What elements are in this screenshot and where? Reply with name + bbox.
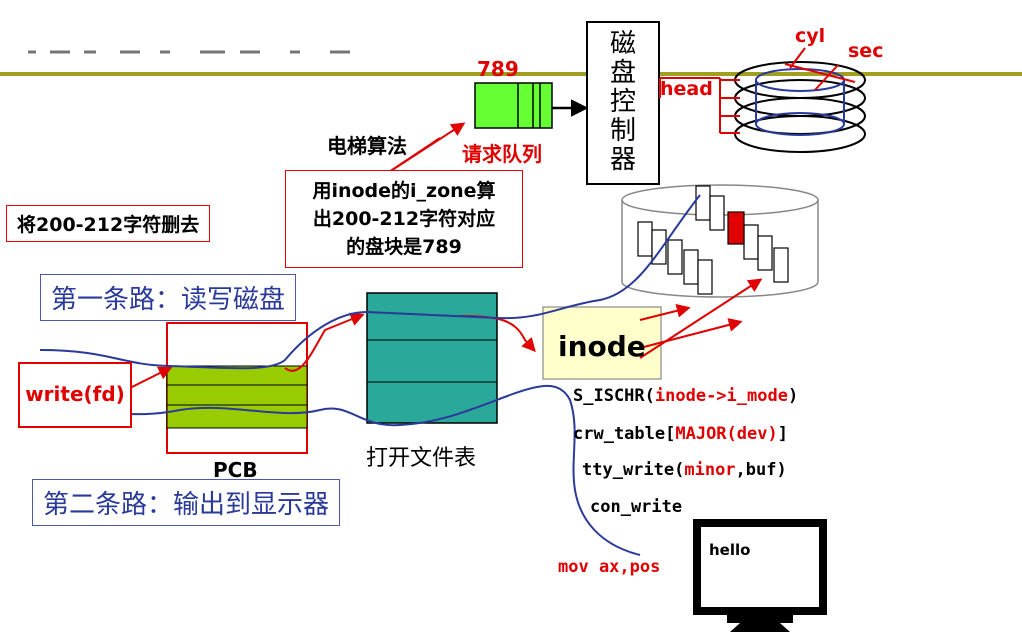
queue-caption: 请求队列 [462,142,542,166]
disk-red-marks [659,47,856,134]
call-tail: ] [777,424,788,444]
pcb-box [166,322,308,454]
cyl-label: cyl [795,25,826,47]
note-inode-line: 的盘块是789 [346,236,462,258]
controller-char: 器 [609,145,636,175]
queue-number: 789 [477,57,519,81]
monitor [693,519,827,632]
call-name: S_ISCHR( [573,386,655,406]
call-arg: MAJOR(dev) [675,424,778,444]
inode-label: inode [558,330,646,363]
call-tail: ) [787,386,799,406]
controller-char: 控 [609,87,636,117]
blue-curves [39,194,701,556]
note-inode-line: 用inode的i_zone算 [312,180,496,202]
call-arg: minor [684,460,736,480]
monitor-text: hello [709,541,751,559]
call-name: con_write [590,497,683,517]
note-inode: 用inode的i_zone算 出200-212字符对应 的盘块是789 [285,170,523,268]
call-s-ischr: S_ISCHR(inode->i_mode) [573,386,798,406]
call-tty-write: tty_write(minor,buf) [582,460,787,480]
call-name: crw_table[ [573,424,676,444]
write-fd-box: write(fd) [18,362,132,428]
cylinder [755,68,845,136]
call-crw-table: crw_table[MAJOR(dev)] [573,424,788,444]
call-tail: ,buf) [735,460,787,480]
sec-label: sec [848,40,884,62]
controller-label: 磁 盘 控 制 器 [587,30,659,175]
controller-char: 盘 [609,58,636,88]
block-cylinder [621,184,819,298]
call-arg: inode->i_mode [654,386,788,406]
disk-blocks [637,185,789,295]
head-label: head [660,78,713,100]
elevator-label: 电梯算法 [327,134,407,158]
mov-instruction: mov ax,pos [558,557,661,577]
controller-char: 制 [609,116,636,146]
controller-char: 磁 [609,29,636,59]
path2-label: 第二条路：输出到显示器 [32,479,341,526]
note-inode-line: 出200-212字符对应 [312,208,496,230]
note-delete: 将200-212字符删去 [6,205,211,242]
call-name: tty_write( [582,460,685,480]
path1-label: 第一条路：读写磁盘 [40,274,297,321]
pcb-label: PCB [213,458,258,482]
call-con-write: con_write [590,497,682,517]
controller-box [586,21,660,185]
file-table-label: 打开文件表 [366,446,477,471]
request-queue [474,82,553,129]
